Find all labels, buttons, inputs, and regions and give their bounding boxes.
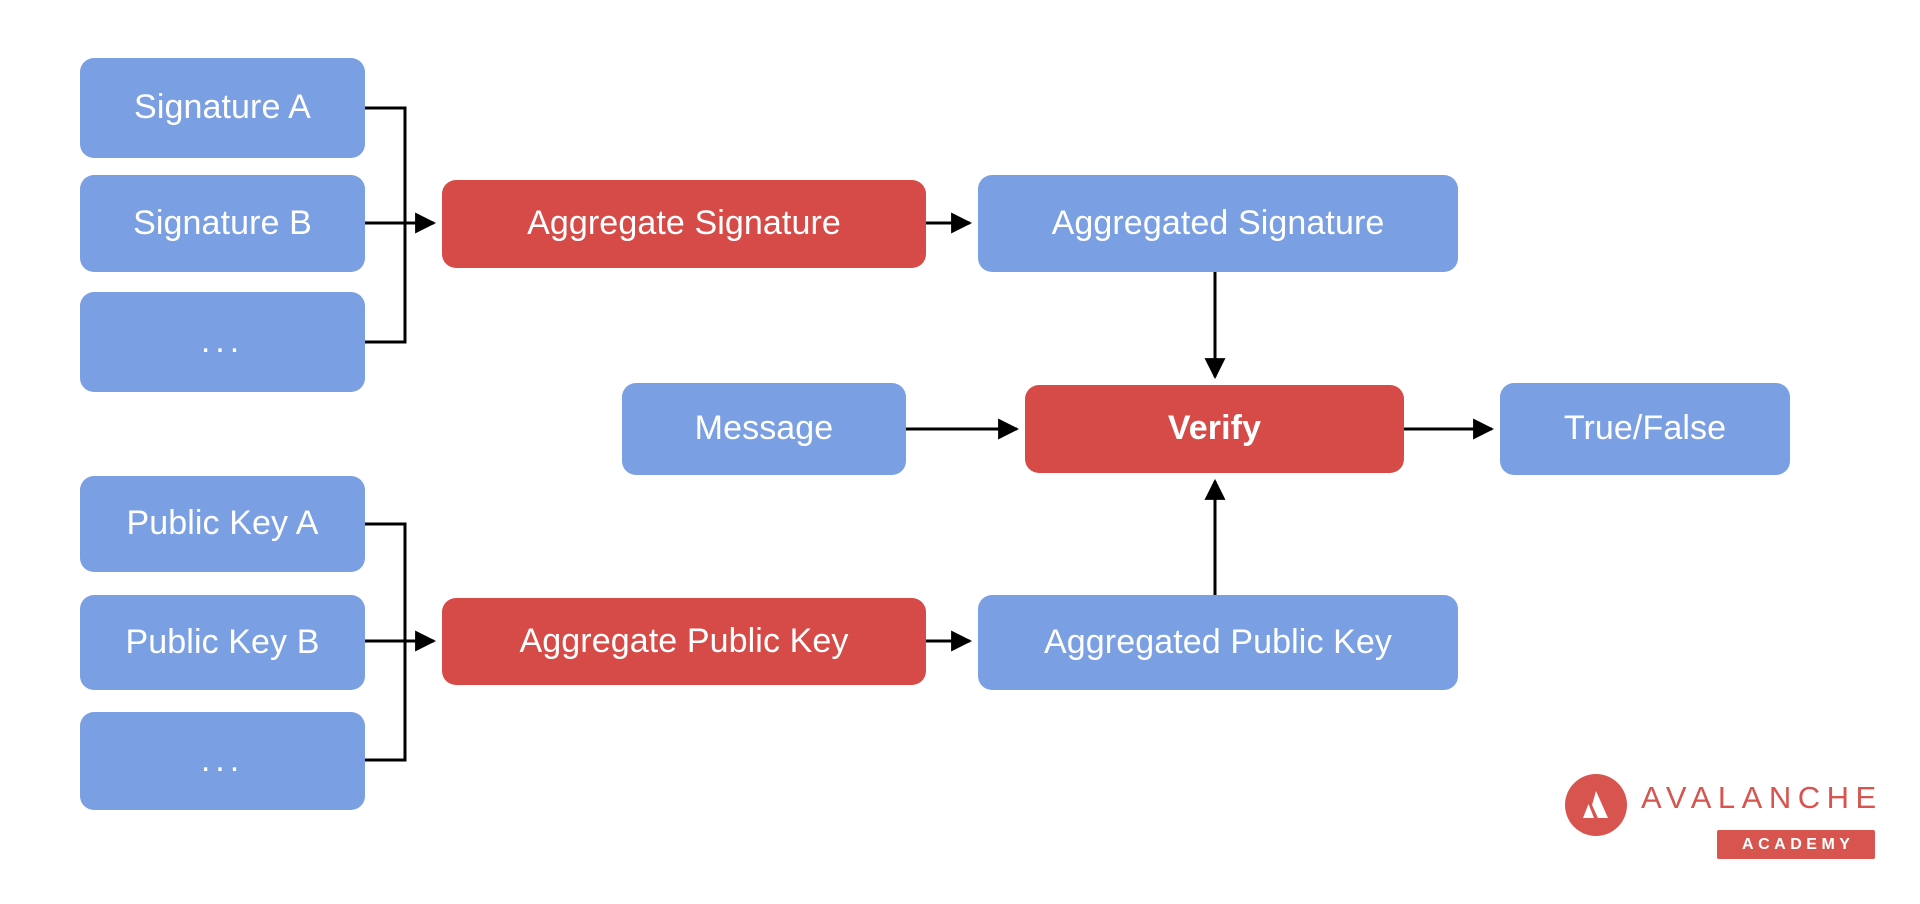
node-signature-a[interactable]: Signature A [80, 58, 365, 158]
node-signature-more[interactable]: ... [80, 292, 365, 392]
node-public-key-b-label: Public Key B [125, 622, 320, 661]
node-aggregated-public-key[interactable]: Aggregated Public Key [978, 595, 1458, 690]
node-verify[interactable]: Verify [1025, 385, 1404, 473]
logo-wordmark: AVALANCHE [1641, 780, 1883, 815]
node-true-false-label: True/False [1563, 409, 1727, 448]
node-verify-label: Verify [1167, 409, 1262, 448]
node-signature-a-label: Signature A [134, 88, 311, 127]
node-aggregated-signature-label: Aggregated Signature [1051, 203, 1385, 242]
signature-bus-wires [365, 106, 407, 344]
node-signature-b-label: Signature B [133, 203, 312, 242]
node-public-key-more[interactable]: ... [80, 712, 365, 810]
node-aggregated-signature[interactable]: Aggregated Signature [978, 175, 1458, 272]
node-aggregate-signature-label: Aggregate Signature [527, 204, 841, 243]
node-signature-b[interactable]: Signature B [80, 175, 365, 272]
node-signature-more-label: ... [200, 322, 245, 361]
logo-academy-badge: ACADEMY [1717, 830, 1875, 859]
node-true-false[interactable]: True/False [1500, 383, 1790, 475]
avalanche-academy-logo: AVALANCHE ACADEMY [1565, 772, 1876, 862]
avalanche-triangle-mark-icon [1565, 774, 1627, 836]
node-public-key-a[interactable]: Public Key A [80, 476, 365, 572]
node-aggregate-public-key-label: Aggregate Public Key [519, 621, 849, 660]
node-public-key-a-label: Public Key A [126, 504, 319, 543]
node-public-key-b[interactable]: Public Key B [80, 595, 365, 690]
node-public-key-more-label: ... [200, 741, 245, 780]
node-aggregated-public-key-label: Aggregated Public Key [1044, 622, 1392, 661]
node-message[interactable]: Message [622, 383, 906, 475]
node-aggregate-signature[interactable]: Aggregate Signature [442, 180, 926, 268]
node-message-label: Message [694, 409, 834, 448]
node-aggregate-public-key[interactable]: Aggregate Public Key [442, 598, 926, 685]
public-key-bus-wires [365, 522, 407, 762]
